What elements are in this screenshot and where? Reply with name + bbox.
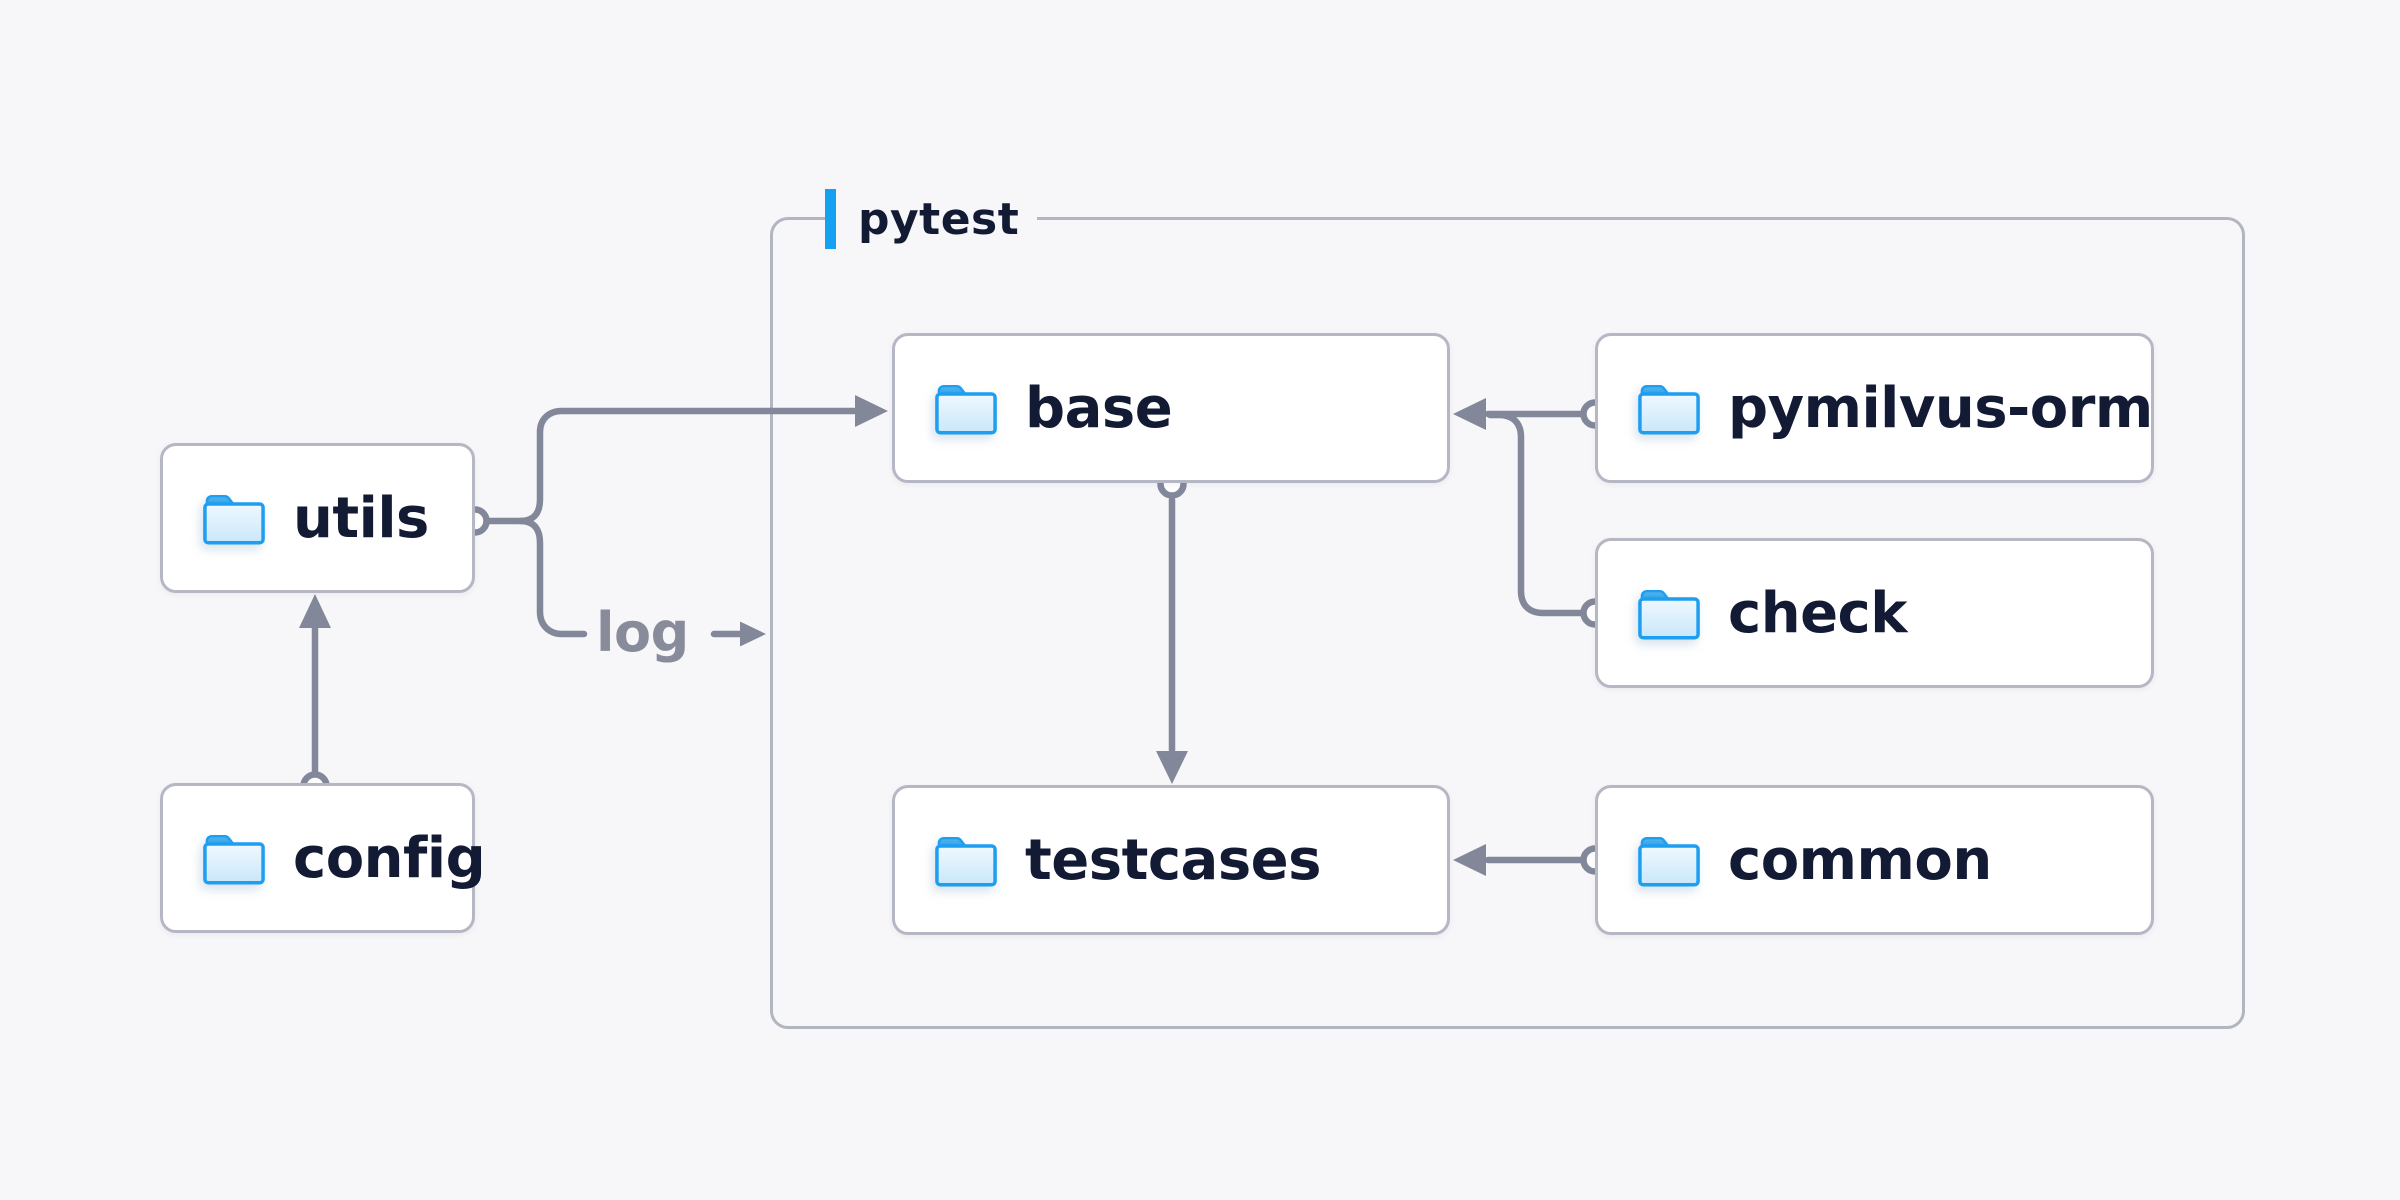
folder-icon <box>935 836 997 886</box>
folder-icon <box>1638 384 1700 434</box>
node-check: check <box>1595 538 2154 688</box>
node-label: check <box>1728 580 1907 646</box>
edge-label-log: log <box>596 601 689 664</box>
node-testcases: testcases <box>892 785 1450 935</box>
pytest-group-title: pytest <box>825 186 1038 252</box>
edge-config-to-utils <box>299 594 331 801</box>
node-common: common <box>1595 785 2154 935</box>
accent-bar <box>825 189 836 249</box>
node-label: common <box>1728 827 1992 893</box>
node-config: config <box>160 783 486 933</box>
folder-icon <box>935 384 997 434</box>
pytest-group-label: pytest <box>858 193 1020 245</box>
node-label: utils <box>293 485 429 551</box>
node-label: config <box>293 825 486 891</box>
folder-icon <box>203 494 265 544</box>
node-base: base <box>892 333 1450 483</box>
node-utils: utils <box>160 443 475 593</box>
node-label: pymilvus-orm <box>1728 375 2153 441</box>
node-label: base <box>1025 375 1173 441</box>
node-label: testcases <box>1025 827 1321 893</box>
node-pymilvus-orm: pymilvus-orm <box>1595 333 2154 483</box>
folder-icon <box>1638 589 1700 639</box>
folder-icon <box>203 834 265 884</box>
folder-icon <box>1638 836 1700 886</box>
pytest-group: pytest <box>770 186 2245 1029</box>
